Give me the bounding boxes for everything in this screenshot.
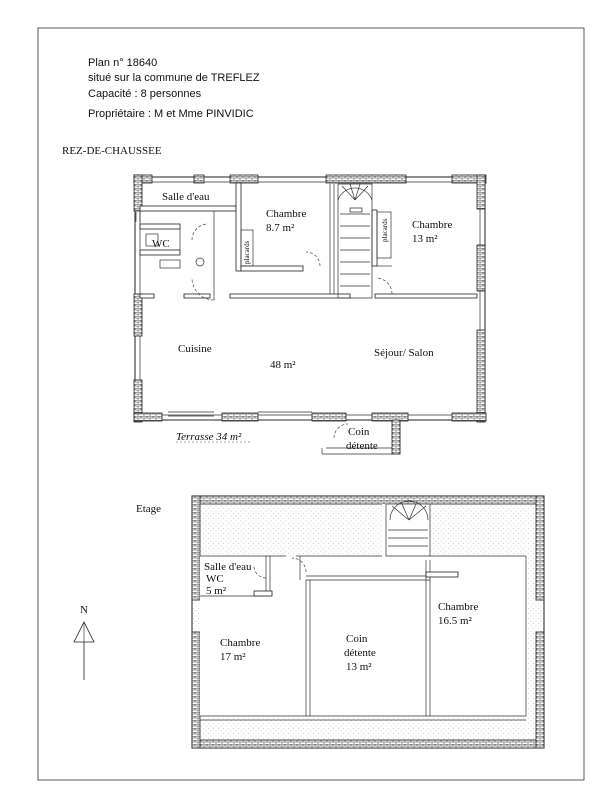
upper-label-salle-deau: Salle d'eau <box>204 561 252 573</box>
plan-header: Plan n° 18640 situé sur la commune de TR… <box>88 57 260 120</box>
page-border <box>37 27 585 781</box>
ground-floor-plan: REZ-DE-CHAUSSEE <box>62 145 487 455</box>
room-label-chambre-right: Chambre <box>412 219 452 231</box>
compass-label: N <box>80 604 88 616</box>
label-detente: détente <box>346 440 378 452</box>
room-area-chambre-small: 8.7 m² <box>266 222 295 234</box>
label-placards-2: placards <box>381 218 389 242</box>
upper-label-coin: Coin <box>346 633 368 645</box>
plan-capacity: Capacité : 8 personnes <box>88 88 202 100</box>
upper-label-chambre-left: Chambre <box>220 637 260 649</box>
ground-floor-staircase <box>337 183 373 299</box>
room-area-chambre-right: 13 m² <box>412 233 438 245</box>
upper-label-wc: WC <box>206 573 224 585</box>
plan-owner: Propriétaire : M et Mme PINVIDIC <box>88 108 254 120</box>
upper-area-coin: 13 m² <box>346 661 372 673</box>
room-label-wc: WC <box>152 238 170 250</box>
plan-number: Plan n° 18640 <box>88 57 157 69</box>
room-label-salle-deau: Salle d'eau <box>162 191 210 203</box>
upper-floor-plan: Etage S <box>136 495 545 749</box>
upper-area-chambre-right: 16.5 m² <box>438 615 473 627</box>
label-placards-1: placards <box>243 240 251 264</box>
plan-location: situé sur la commune de TREFLEZ <box>88 72 260 84</box>
room-label-chambre-small: Chambre <box>266 208 306 220</box>
room-label-sejour-salon: Séjour/ Salon <box>374 347 434 359</box>
ground-floor-title: REZ-DE-CHAUSSEE <box>62 145 162 157</box>
north-arrow-icon: N <box>73 604 95 680</box>
label-coin: Coin <box>348 426 370 438</box>
upper-area-chambre-left: 17 m² <box>220 651 246 663</box>
upper-floor-staircase <box>385 500 431 557</box>
room-label-cuisine: Cuisine <box>178 343 212 355</box>
upper-label-detente: détente <box>344 647 376 659</box>
upper-area-bath: 5 m² <box>206 585 227 597</box>
room-area-living: 48 m² <box>270 359 296 371</box>
upper-floor-title: Etage <box>136 503 161 515</box>
upper-label-chambre-right: Chambre <box>438 601 478 613</box>
label-terrasse: Terrasse 34 m² <box>176 431 242 443</box>
